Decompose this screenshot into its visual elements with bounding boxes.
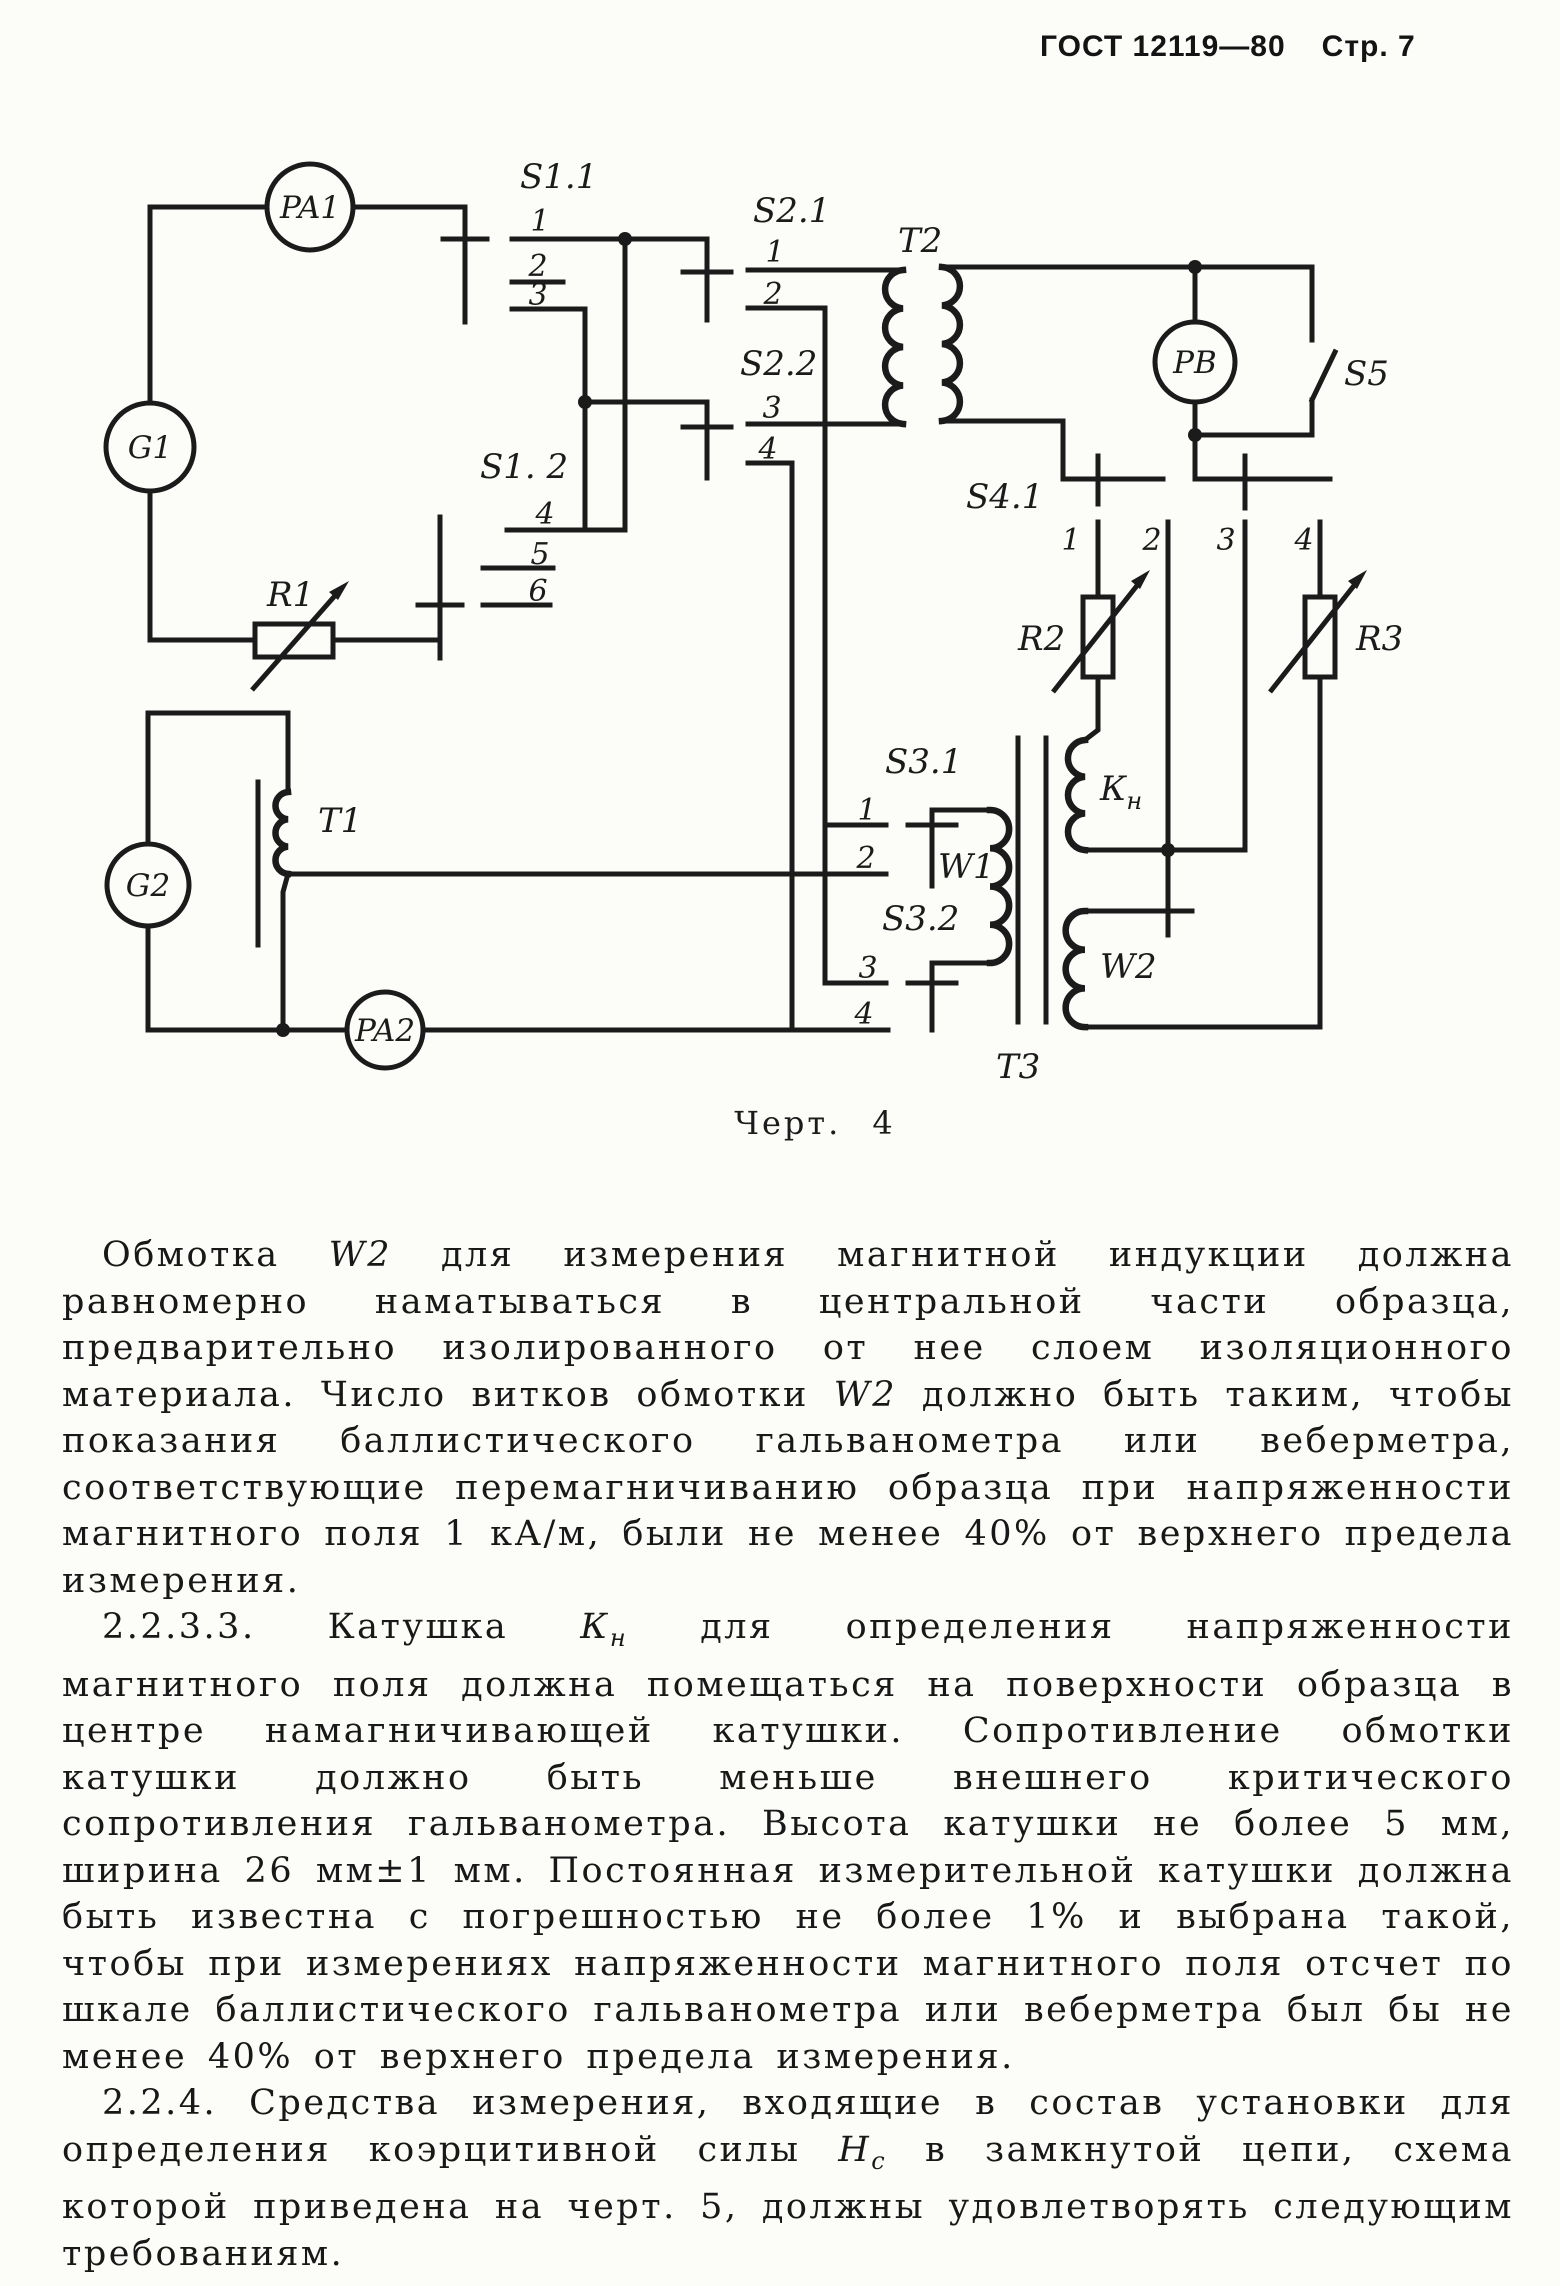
contact-number: 4	[534, 497, 554, 532]
text-run: в замкнутой цепи, схема которой приведен…	[62, 2129, 1514, 2274]
contact-number: 1	[857, 793, 876, 828]
symbol-hc-sub: с	[871, 2146, 888, 2175]
winding-w1-label: W1	[938, 847, 995, 887]
contact-number: 2	[1141, 523, 1161, 558]
resistor-r1	[252, 621, 336, 660]
text-run: Обмотка	[102, 1235, 329, 1275]
meter-pb-label: PB	[1172, 345, 1217, 381]
meter-pb-symbol	[1152, 319, 1238, 405]
resistor-r3-label: R3	[1355, 619, 1403, 659]
ammeter-pa2-symbol	[344, 989, 426, 1071]
transformer-t1-label: T1	[318, 801, 362, 841]
text-run: 2.2.4. Средства измерения, входящие в со…	[62, 2083, 1514, 2170]
resistor-r1-label: R1	[266, 575, 314, 615]
component-labels: S1.1 S1. 2 S2.1 S2.2 S3.1 S3.2 S4.1 S5 R…	[266, 157, 1403, 1087]
figure-caption: Черт. 4	[734, 1104, 896, 1142]
contact-number: 4	[1293, 523, 1313, 558]
contact-number: 1	[1061, 523, 1080, 558]
winding-w2-label: W2	[1100, 947, 1157, 987]
contact-number: 3	[528, 278, 547, 313]
switch-s5-label: S5	[1344, 354, 1389, 394]
paragraph-w2: Обмотка W2 для измерения магнитной индук…	[62, 1232, 1514, 1604]
contact-number: 5	[530, 537, 549, 572]
resistors	[250, 570, 1367, 694]
symbol-w2: W2	[328, 1235, 392, 1275]
resistor-r2	[1080, 594, 1116, 680]
contact-number: 2	[855, 841, 875, 876]
contact-number: 1	[530, 204, 549, 239]
switch-s3-2-label: S3.2	[882, 899, 959, 939]
contact-numbers: 1 2 3 4 5 6 1 2 3 4 1 2 3 4 1 2 3 4	[527, 204, 1313, 1032]
text-run: должно быть таким, чтобы показания балли…	[62, 1374, 1514, 1601]
contact-number: 4	[853, 997, 873, 1032]
symbol-w2: W2	[833, 1374, 897, 1415]
switch-s2-2-label: S2.2	[740, 344, 817, 384]
contact-number: 4	[757, 432, 777, 467]
switch-s4-1-label: S4.1	[966, 477, 1043, 517]
contact-number: 2	[762, 277, 782, 312]
switch-s1-2-label: S1. 2	[480, 447, 568, 487]
ammeter-pa1-label: PA1	[279, 190, 340, 226]
symbol-hc: Н	[838, 2129, 872, 2170]
symbol-kn-sub: н	[609, 1624, 629, 1652]
coil-kn-label: Кн	[1099, 769, 1142, 815]
ammeter-pa1-symbol	[264, 161, 356, 253]
document-text: Обмотка W2 для измерения магнитной индук…	[62, 1232, 1514, 2277]
gost-number: ГОСТ 12119—80	[1040, 30, 1286, 63]
junction-dots	[276, 232, 1202, 1037]
contact-number: 2	[527, 249, 547, 284]
generator-g1-symbol	[103, 400, 197, 494]
resistor-r3	[1302, 594, 1338, 680]
contact-number: 3	[1216, 523, 1235, 558]
contact-number: 1	[765, 235, 784, 270]
page-number: Стр. 7	[1321, 30, 1416, 63]
ammeter-pa2-label: PA2	[354, 1013, 415, 1049]
generator-g2-symbol	[104, 841, 192, 929]
circuit-diagram: PA1 G1 G2 PA2 PB S1.1 S1. 2 S2.1 S2.2 S3…	[103, 157, 1403, 1087]
contact-number: 6	[528, 574, 547, 609]
symbol-kn: К	[580, 1607, 610, 1647]
resistor-r2-label: R2	[1017, 619, 1065, 659]
wiring	[145, 204, 1339, 1033]
paragraph-2-2-3-3: 2.2.3.3. Катушка Кн для определения напр…	[62, 1604, 1514, 2080]
contact-number: 3	[762, 391, 781, 426]
switch-s2-1-label: S2.1	[753, 191, 830, 231]
text-run: для измерения магнитной индукции должна …	[62, 1235, 1514, 1415]
transformer-t2-label: T2	[898, 221, 942, 261]
text-run: для определения напряженности магнитного…	[62, 1607, 1514, 2077]
text-run: 2.2.3.3. Катушка	[102, 1607, 581, 1647]
switch-s1-1-label: S1.1	[520, 157, 597, 197]
generator-g1-label: G1	[128, 430, 173, 466]
transformer-t3-label: T3	[996, 1047, 1040, 1087]
generator-g2-label: G2	[126, 868, 171, 904]
paragraph-2-2-4: 2.2.4. Средства измерения, входящие в со…	[62, 2080, 1514, 2277]
switch-s3-1-label: S3.1	[885, 742, 962, 782]
instruments: PA1 G1 G2 PA2 PB	[103, 161, 1238, 1071]
page-header: ГОСТ 12119—80 Стр. 7	[1040, 30, 1520, 64]
contact-number: 3	[858, 951, 877, 986]
